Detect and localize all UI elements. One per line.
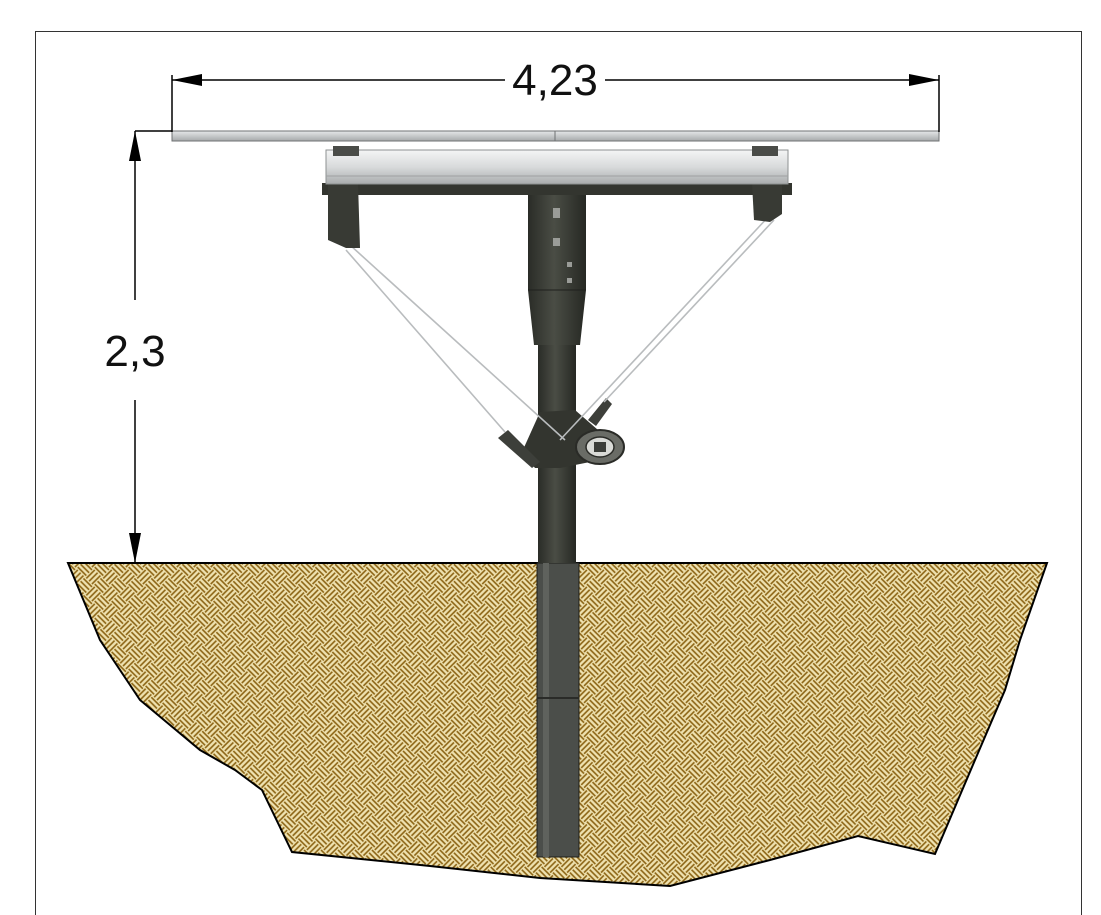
cross-beam xyxy=(322,183,792,248)
tracker-post xyxy=(528,190,586,563)
solar-panel xyxy=(171,130,940,142)
buried-post xyxy=(536,562,580,858)
drawing-frame xyxy=(35,31,1082,915)
width-dimension-label: 4,23 xyxy=(512,56,598,105)
height-dimension-label: 2,3 xyxy=(104,327,165,376)
torque-rail xyxy=(325,146,789,185)
height-dimension: 2,3 xyxy=(104,130,172,563)
support-cables xyxy=(345,214,775,441)
width-dimension: 4,23 xyxy=(171,56,940,132)
